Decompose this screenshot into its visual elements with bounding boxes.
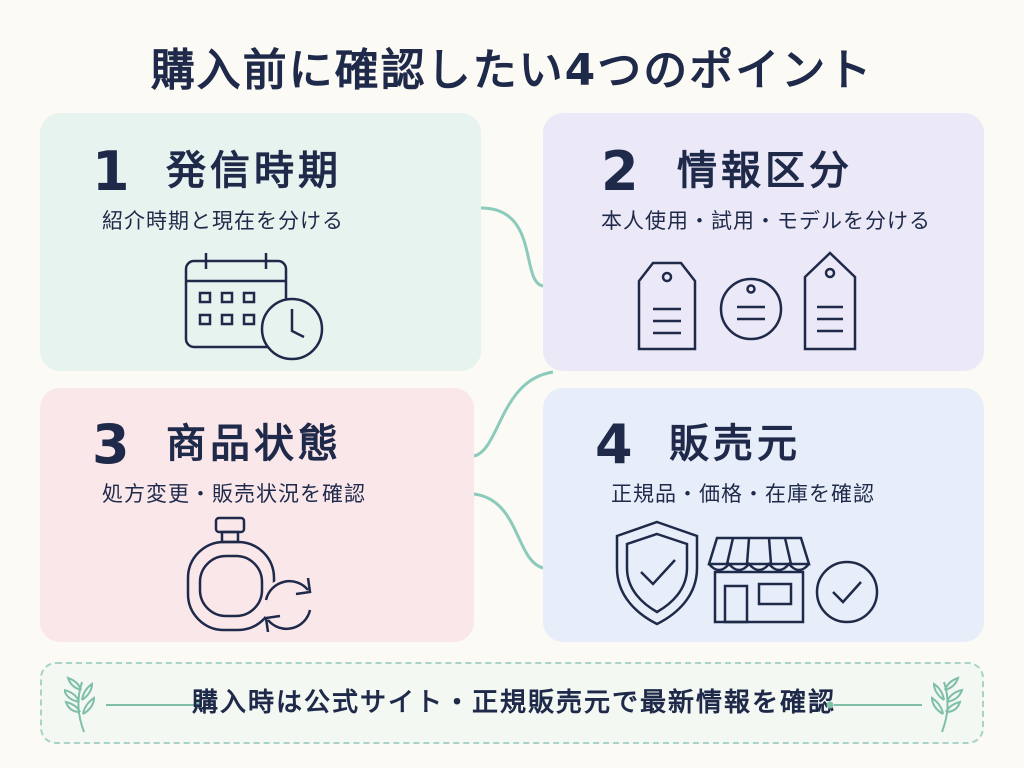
card-number: 1 [92, 140, 130, 203]
seller-icons [615, 520, 879, 626]
calendar-clock-icons [184, 253, 324, 361]
footer-text: 購入時は公式サイト・正規販売元で最新情報を確認 [191, 688, 836, 718]
card-product-status: 3 商品状態 処方変更・販売状況を確認 [40, 388, 474, 642]
left-decoration [64, 676, 202, 733]
card-heading: 商品状態 [166, 421, 342, 467]
store-icon [707, 536, 811, 624]
clock-icon [260, 297, 324, 361]
card-subtitle: 処方変更・販売状況を確認 [102, 482, 366, 506]
leaf-icon [64, 676, 96, 733]
shield-check-icon [615, 520, 699, 626]
footer-banner: 購入時は公式サイト・正規販売元で最新情報を確認 [40, 662, 984, 744]
card-number: 4 [595, 413, 633, 476]
card-heading: 販売元 [669, 421, 801, 467]
tag-icon [803, 251, 857, 351]
card-subtitle: 正規品・価格・在庫を確認 [611, 482, 875, 506]
check-circle-icon [815, 560, 879, 624]
card-seller: 4 販売元 正規品・価格・在庫を確認 [543, 388, 984, 642]
tag-icon [637, 261, 697, 351]
refresh-icon [262, 577, 314, 633]
perfume-bottle-icon [186, 516, 276, 632]
card-subtitle: 本人使用・試用・モデルを分ける [601, 209, 931, 233]
perfume-icons [186, 516, 314, 633]
card-heading: 発信時期 [166, 148, 342, 194]
round-tag-icon [719, 277, 783, 341]
card-heading: 情報区分 [677, 148, 853, 194]
right-decoration [826, 676, 964, 733]
card-subtitle: 紹介時期と現在を分ける [102, 209, 344, 233]
card-info-category: 2 情報区分 本人使用・試用・モデルを分ける [543, 113, 984, 371]
tag-icons [637, 251, 857, 351]
card-number: 3 [92, 413, 130, 476]
card-number: 2 [601, 140, 639, 203]
page-title: 購入前に確認したい4つのポイント [150, 45, 874, 96]
card-timing: 1 発信時期 紹介時期と現在を分ける [40, 113, 481, 371]
leaf-icon [930, 676, 964, 733]
